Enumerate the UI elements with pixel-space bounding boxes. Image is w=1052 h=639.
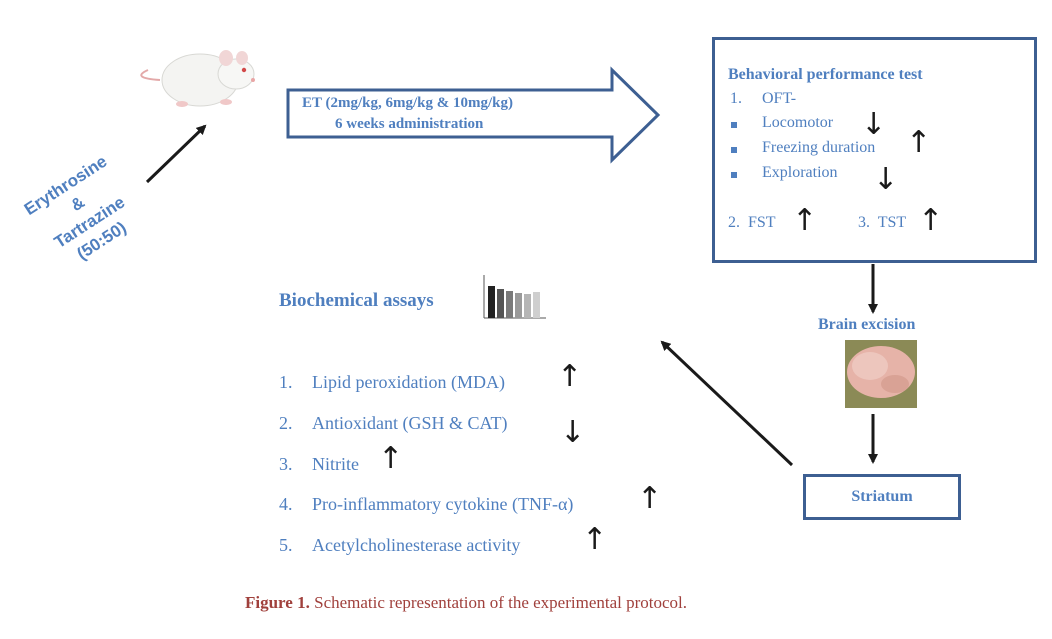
behavior-title: Behavioral performance test — [728, 66, 923, 83]
rat-icon — [140, 50, 255, 107]
administration-duration: 6 weeks administration — [335, 116, 484, 132]
brain-excision-label: Brain excision — [818, 316, 916, 333]
tnf-up-arrow: ↑ — [637, 481, 663, 516]
bullet — [731, 172, 737, 178]
exploration-label: Exploration — [762, 164, 838, 181]
figure-caption-label: Figure 1. — [245, 593, 310, 612]
biochem-item-label: Acetylcholinesterase activity — [312, 535, 521, 555]
striatum-box — [803, 474, 961, 520]
arrow-striatum-to-biochem — [660, 340, 794, 467]
biochem-item-number: 1. — [279, 372, 293, 392]
striatum-label: Striatum — [851, 488, 913, 505]
fst-label: 2. FST — [728, 214, 776, 231]
biochem-item-number: 3. — [279, 454, 293, 474]
tst-up-arrow: ↑ — [918, 203, 944, 238]
freezing-up-arrow: ↑ — [906, 125, 932, 160]
figure-caption-text: Schematic representation of the experime… — [314, 593, 688, 612]
figure-caption: Figure 1. Schematic representation of th… — [245, 593, 687, 613]
nitrite-up-arrow: ↑ — [378, 441, 404, 476]
freezing-label: Freezing duration — [762, 139, 876, 156]
biochem-item-label: Pro-inflammatory cytokine (TNF-α) — [312, 494, 574, 514]
ache-up-arrow: ↑ — [582, 522, 608, 557]
behavior-box — [712, 37, 1037, 263]
arrow-compound-to-rat — [145, 124, 207, 184]
locomotor-down-arrow: ↓ — [861, 107, 887, 142]
brain-icon — [845, 340, 917, 408]
biochem-item-label: Lipid peroxidation (MDA) — [312, 372, 505, 392]
biochem-title: Biochemical assays — [279, 290, 434, 311]
biochem-item-number: 4. — [279, 494, 293, 514]
bar-chart-thumbnail-icon — [483, 275, 546, 319]
mda-up-arrow: ↑ — [557, 359, 583, 394]
fst-up-arrow: ↑ — [792, 203, 818, 238]
administration-block-arrow — [286, 66, 661, 164]
bullet — [731, 147, 737, 153]
tst-label: 3. TST — [858, 214, 907, 231]
biochem-item-number: 5. — [279, 535, 293, 555]
biochem-item-label: Nitrite — [312, 454, 359, 474]
biochem-item-number: 2. — [279, 413, 293, 433]
bullet — [731, 122, 737, 128]
oft-number: 1. — [730, 90, 742, 107]
locomotor-label: Locomotor — [762, 114, 834, 131]
exploration-down-arrow: ↓ — [873, 162, 899, 197]
administration-dose: ET (2mg/kg, 6mg/kg & 10mg/kg) — [302, 95, 513, 111]
antioxidant-down-arrow: ↓ — [560, 415, 586, 450]
oft-label: OFT- — [762, 90, 797, 107]
biochem-item-label: Antioxidant (GSH & CAT) — [312, 413, 508, 433]
